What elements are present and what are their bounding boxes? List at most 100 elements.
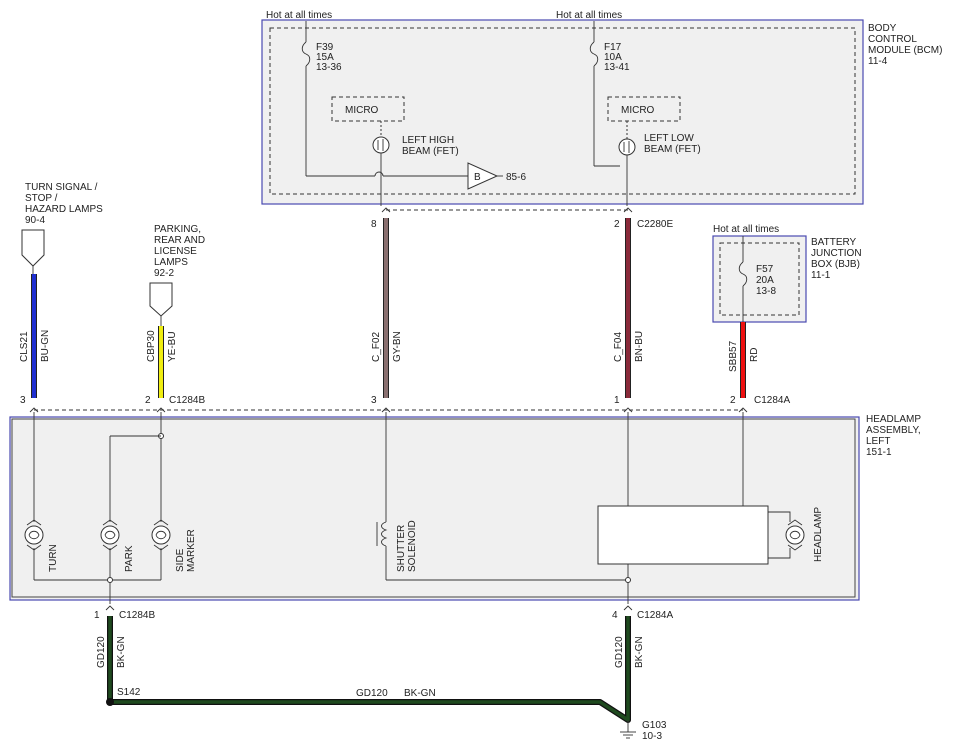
hl-pin-3b-symbol [381,407,391,413]
wire-sbb57: SBB57 RD [728,322,760,398]
gnd-pin-1: 1 [94,610,100,621]
headlamp-bulb-icon [785,519,805,551]
park-ref-line1: PARKING, [154,224,201,235]
f17-amps: 10A [604,52,622,63]
wire-c-f04-color-code: BN-BU [634,331,645,362]
bjb-name-line1: BATTERY [811,237,857,248]
splice-s142-dot [106,698,114,706]
wire-cls21: CLS21 BU-GN [19,266,51,398]
hl-conn-b: C1284B [169,395,205,406]
f17-fuse-icon [589,41,599,67]
bjb-name-line3: BOX (BJB) [811,259,860,270]
park-lamp-label: PARK [124,545,135,572]
bcm-connector: 8 2 C2280E [371,207,673,230]
f57-ref: 13-8 [756,286,776,297]
wire-cls21-color-code: BU-GN [40,330,51,362]
bcm-box [261,19,864,205]
fet-low-label-line1: LEFT LOW [644,133,694,144]
hl-pin-2a-symbol [156,407,166,413]
f57-id: F57 [756,264,774,275]
wire-cls21-circuit: CLS21 [19,331,30,362]
gnd-conn-a: C1284A [637,610,673,621]
turn-ref-line1: TURN SIGNAL / [25,182,98,193]
hl-pin-1: 1 [614,395,620,406]
headlamp-bulb-leads [768,511,791,559]
fet-high-label-line2: BEAM (FET) [402,146,459,157]
f39-id: F39 [316,42,334,53]
turn-signal-reference: TURN SIGNAL / STOP / HAZARD LAMPS 90-4 [21,182,103,267]
park-ref-line5: 92-2 [154,268,174,279]
headlamp-driver-box [597,505,769,565]
hl-pin-3a: 3 [20,395,26,406]
micro-right-label: MICRO [621,105,655,116]
hl-pin-3b: 3 [371,395,377,406]
gd120-right-circuit: GD120 [614,636,625,668]
bcm-inner-dashed-box [269,27,856,195]
fet-high-label-line1: LEFT HIGH [402,135,454,146]
gnd-conn-b: C1284B [119,610,155,621]
headlamp-top-connectors: 3 2 C1284B 3 1 2 C1284A [20,395,790,413]
bjb-ref: 11-1 [811,270,831,281]
f17-ref: 13-41 [604,62,630,73]
bcm-module: BODY CONTROL MODULE (BCM) 11-4 Hot at al… [261,10,942,206]
ground-ref: 10-3 [642,731,662,742]
hl-pin-3a-symbol [29,407,39,413]
f57-supply-label: Hot at all times [713,224,779,235]
headlamp-bulb-label: HEADLAMP [813,507,824,562]
buffer-label: B [474,172,481,183]
gnd-pin-1-symbol [105,605,115,611]
gd120-right-color: BK-GN [634,636,645,668]
bcm-pin-2: 2 [614,219,620,230]
hl-pin-2b: 2 [730,395,736,406]
wire-sbb57-circuit: SBB57 [728,340,739,372]
f57-amps: 20A [756,275,774,286]
ground-run-color: BK-GN [404,688,436,699]
ground-run-circuit: GD120 [356,688,388,699]
wire-c-f02: C_F02 GY-BN [371,218,403,398]
side-marker-label-line1: SIDE [175,548,186,572]
gd120-left-circuit: GD120 [96,636,107,668]
wire-c-f02-color-code: GY-BN [392,331,403,362]
wire-cbp30: CBP30 YE-BU [146,316,178,398]
ground-wire-outline [107,616,631,723]
f39-fuse-icon [301,41,311,67]
bcm-name-line1: BODY [868,23,897,34]
f17-supply-label: Hot at all times [556,10,622,21]
f57-fuse-icon [738,261,748,287]
hl-conn-a: C1284A [754,395,790,406]
shutter-label-line2: SOLENOID [407,520,418,572]
turn-ref-line2: STOP / [25,193,58,204]
hl-pin-2a: 2 [145,395,151,406]
shutter-label-line1: SHUTTER [396,525,407,572]
parking-reference: PARKING, REAR AND LICENSE LAMPS 92-2 [149,224,205,317]
gnd-pin-4-symbol [623,605,633,611]
fet-high-icon [372,136,390,154]
headlamp-assembly: HEADLAMP ASSEMBLY, LEFT 151-1 TURN PARK [9,412,921,604]
buffer-ref: 85-6 [506,172,526,183]
headlamp-name-line3: LEFT [866,436,890,447]
park-ref-line2: REAR AND [154,235,205,246]
bcm-name-line3: MODULE (BCM) [868,45,942,56]
bjb-inner-dashed-box [719,242,800,316]
headlamp-return-splice-dot [625,577,631,583]
f39-supply-label: Hot at all times [266,10,332,21]
gnd-pin-4: 4 [612,610,618,621]
headlamp-inner-box [11,418,856,598]
fet-low-icon [618,138,636,156]
gd120-left-color: BK-GN [116,636,127,668]
wire-cbp30-circuit: CBP30 [146,330,157,362]
park-return-splice-dot [107,577,113,583]
wire-cbp30-color-code: YE-BU [167,331,178,362]
f17-id: F17 [604,42,622,53]
headlamp-ref: 151-1 [866,447,892,458]
bcm-name-line2: CONTROL [868,34,917,45]
splice-s142-label: S142 [117,687,141,698]
ground-circuit: 1 C1284B 4 C1284A GD120 BK-GN GD120 BK-G… [94,605,673,742]
bjb-module: Hot at all times F57 20A 13-8 BATTERY JU… [712,224,862,323]
fet-low-label-line2: BEAM (FET) [644,144,701,155]
park-ref-line4: LAMPS [154,257,188,268]
side-marker-label-line2: MARKER [186,529,197,572]
bcm-ref: 11-4 [868,56,888,67]
headlamp-name-line1: HEADLAMP [866,414,921,425]
